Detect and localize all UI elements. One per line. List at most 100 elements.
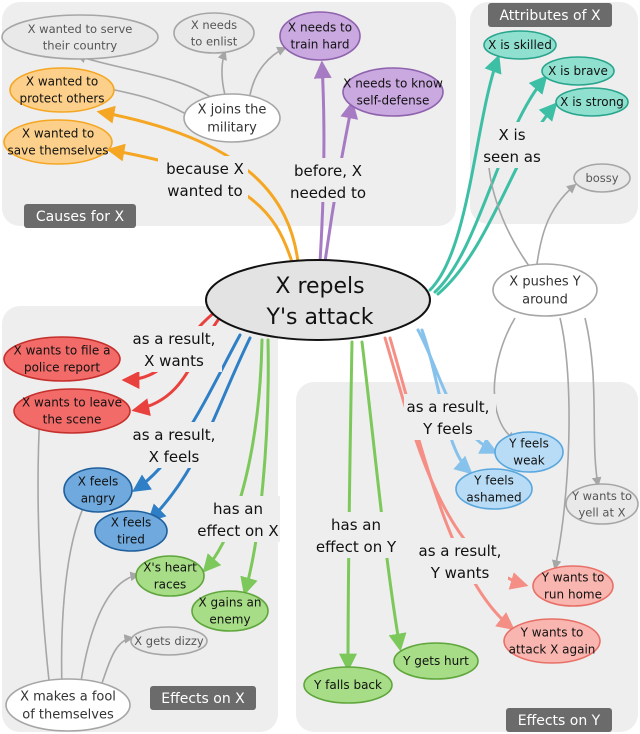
node-needs-enlist: X needs to enlist (173, 12, 255, 54)
edge-salmon (388, 336, 515, 631)
center-node-line: Y's attack (266, 305, 374, 330)
edge-gray (60, 496, 89, 691)
node-feels-tired: X feels tired (94, 510, 168, 552)
node-label: X is skilled (488, 38, 552, 52)
node-label: X is strong (560, 95, 624, 109)
edge-gray (34, 410, 51, 691)
node-label: bossy (585, 171, 618, 185)
node-label: weak (513, 454, 545, 468)
node-label: Y wants to (520, 626, 584, 640)
node-gets-hurt: Y gets hurt (393, 642, 479, 680)
edge-gray (551, 317, 570, 570)
panel-title-bg (488, 3, 612, 27)
node-label: train hard (290, 38, 349, 52)
node-label: angry (81, 492, 116, 506)
node-label: the scene (43, 413, 102, 427)
node-shape (13, 388, 131, 434)
node-shape (173, 12, 255, 54)
label-bg (198, 496, 280, 542)
node-label: X gets dizzy (134, 634, 204, 648)
edge-green (360, 340, 407, 652)
node-shape (455, 468, 533, 510)
edge-gray (584, 317, 602, 487)
node-shape (5, 678, 131, 732)
node-shape (130, 626, 208, 656)
node-shape (492, 263, 598, 317)
node-label: run home (544, 588, 602, 602)
node-label: save themselves (8, 144, 109, 158)
label-bg (416, 538, 508, 584)
node-brave: X is brave (541, 56, 615, 86)
panel-title-effects-y: Effects on Y (518, 713, 601, 729)
node-label: X feels (78, 475, 119, 489)
label-bg (404, 394, 496, 440)
node-shape (9, 67, 115, 113)
edge-green (339, 340, 358, 672)
node-shape (532, 565, 614, 607)
edge-label-result-x-feels: as a result, (133, 426, 216, 444)
node-label: to enlist (191, 34, 238, 48)
node-label: police report (24, 361, 100, 375)
node-label: X wants to file a (14, 344, 111, 358)
node-shape (483, 30, 557, 60)
node-shape (342, 67, 444, 117)
node-shape (565, 483, 639, 525)
edge-teal (428, 54, 502, 292)
label-bg (158, 156, 248, 200)
node-self-defense: X needs to know self-defense (342, 67, 444, 117)
node-gets-dizzy: X gets dizzy (130, 626, 208, 656)
node-label: enemy (209, 613, 250, 627)
node-shape (135, 555, 205, 597)
panel-title-bg (506, 708, 612, 732)
node-label: X wanted to serve (28, 22, 133, 36)
node-shape (541, 56, 615, 86)
edge-label-effect-on-x: has an (213, 500, 263, 518)
panel-title-bg (150, 686, 256, 710)
edge-label-effect-on-y: effect on Y (316, 538, 397, 556)
node-label: X needs to know (343, 77, 443, 91)
edge-green (240, 338, 270, 596)
node-label: yell at X (578, 505, 625, 519)
node-bossy: bossy (573, 163, 631, 193)
edge-label-result-y-wants: as a result, (419, 542, 502, 560)
node-label: Y gets hurt (402, 654, 469, 668)
panel-title-effects-x: Effects on X (161, 691, 245, 707)
node-label: ashamed (466, 491, 521, 505)
edge-label-seen-as: X is (498, 126, 525, 144)
node-label: self-defense (357, 94, 430, 108)
edge-label-result-x-wants: X wants (144, 352, 204, 370)
edge-label-because: wanted to (167, 182, 242, 200)
edge-label-because: because X (166, 160, 244, 178)
edge-orange (96, 105, 300, 264)
edge-gray (493, 317, 517, 442)
node-label: X wants to leave (22, 396, 122, 410)
node-shape (3, 336, 121, 382)
edge-label-result-y-feels: Y feels (422, 420, 473, 438)
edge-label-result-x-wants: as a result, (133, 330, 216, 348)
center-node-line: X repels (275, 274, 364, 299)
node-label: X needs (191, 18, 237, 32)
node-label: races (154, 578, 187, 592)
edge-label-result-x-feels: X feels (149, 448, 200, 466)
node-shape (1, 14, 159, 60)
edge-label-effect-on-y: has an (331, 516, 381, 534)
node-label: Y wants to (571, 489, 632, 503)
center-node: X repels Y's attack (205, 259, 431, 341)
label-bg (285, 158, 369, 202)
node-label: tired (117, 533, 145, 547)
node-leave-scene: X wants to leave the scene (13, 388, 131, 434)
edge-label-seen-as: seen as (483, 148, 541, 166)
edge-purple (313, 60, 332, 264)
label-bg (130, 422, 222, 468)
node-label: X feels (111, 516, 152, 530)
